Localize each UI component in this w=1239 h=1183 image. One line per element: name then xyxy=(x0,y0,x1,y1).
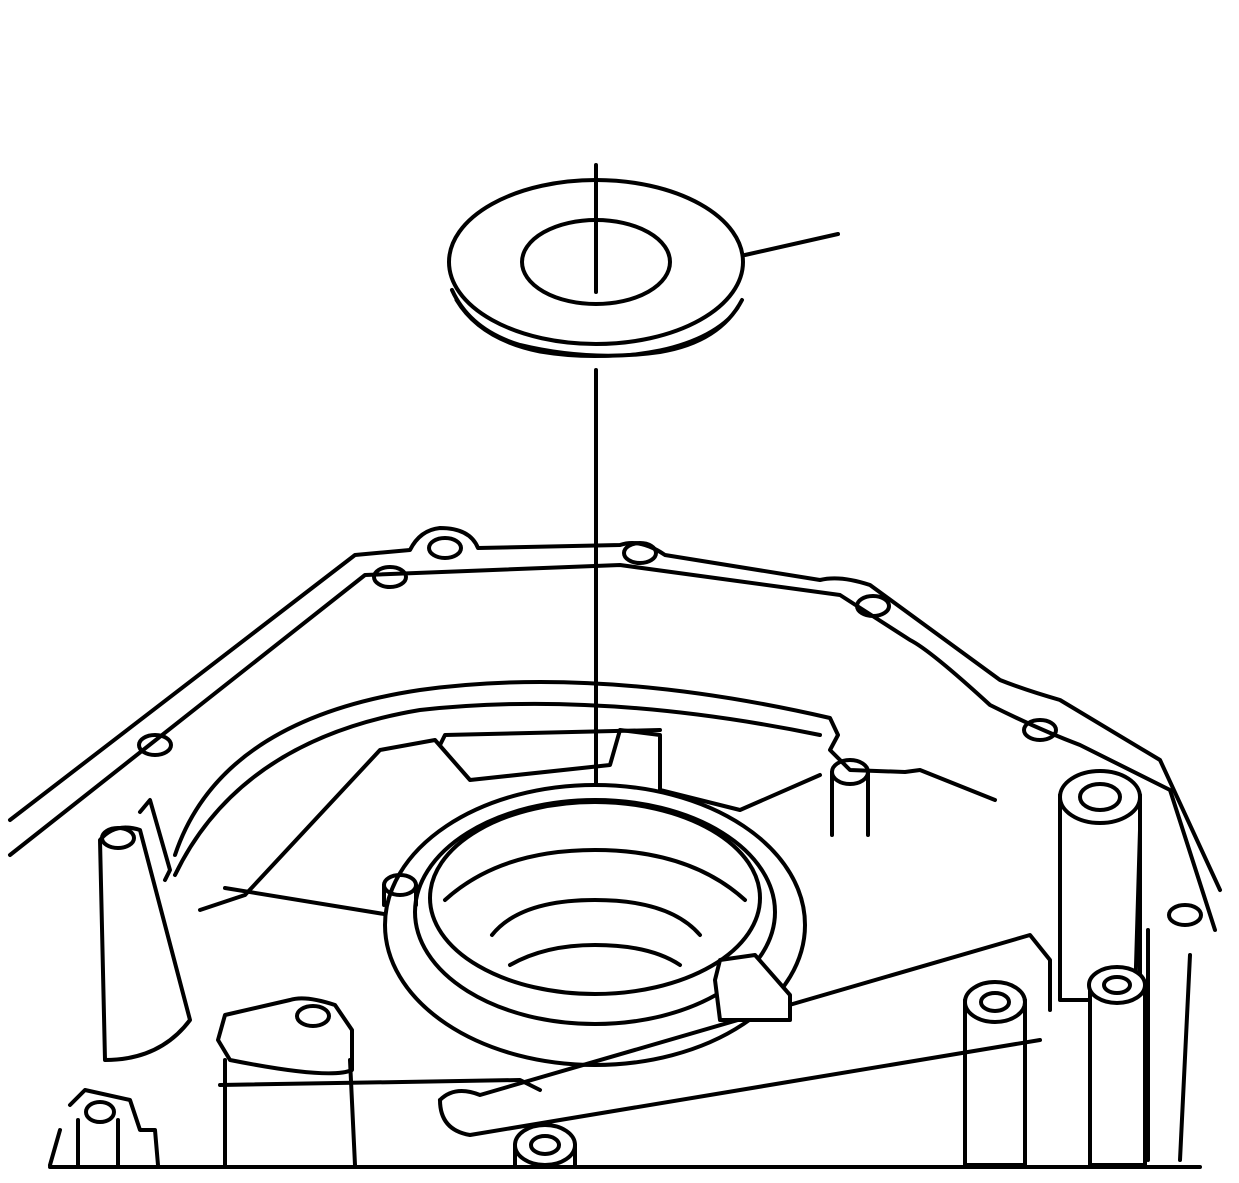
transmission-case xyxy=(8,526,1222,1169)
callout-leader-88 xyxy=(743,232,840,257)
